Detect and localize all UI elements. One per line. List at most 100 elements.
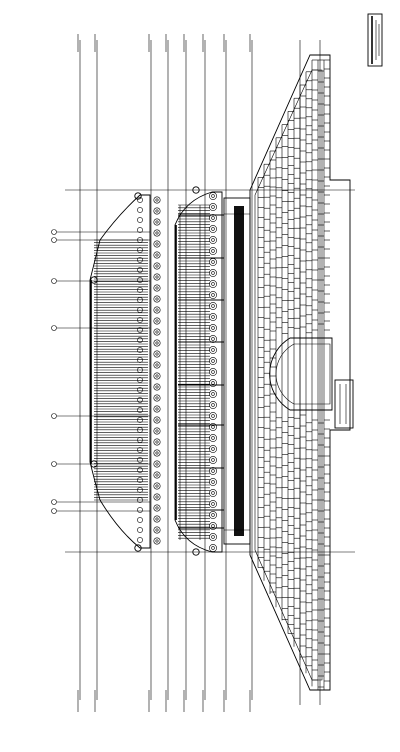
upper-bracket <box>137 257 143 263</box>
bracket-cluster <box>209 522 217 530</box>
bracket-cluster <box>209 313 217 321</box>
bracket-cluster <box>209 489 217 497</box>
bracket-core <box>155 264 159 268</box>
bracket-cluster <box>153 383 161 391</box>
bracket-cluster <box>209 324 217 332</box>
bracket-cluster <box>153 207 161 215</box>
upper-bracket <box>137 207 143 213</box>
bracket-cluster <box>153 295 161 303</box>
upper-bracket <box>137 447 143 453</box>
axis-bubble <box>51 229 57 235</box>
axis-bubble <box>51 325 57 331</box>
bracket-core <box>211 524 215 528</box>
axis-bubble <box>51 508 57 514</box>
bracket-core <box>211 458 215 462</box>
bracket-cluster <box>153 482 161 490</box>
bracket-core <box>211 348 215 352</box>
bracket-cluster <box>209 544 217 552</box>
bracket-core <box>155 429 159 433</box>
bracket-core <box>211 535 215 539</box>
grid-axis-markers <box>51 229 150 514</box>
axis-bubble <box>51 461 57 467</box>
bracket-core <box>211 271 215 275</box>
bracket-cluster <box>209 368 217 376</box>
bracket-cluster <box>153 372 161 380</box>
upper-bracket <box>137 417 143 423</box>
bracket-cluster <box>209 225 217 233</box>
bracket-core <box>211 337 215 341</box>
bracket-cluster <box>153 438 161 446</box>
bracket-core <box>155 319 159 323</box>
upper-bracket <box>137 357 143 363</box>
upper-bracket <box>137 387 143 393</box>
upper-bracket <box>137 507 143 513</box>
bracket-cluster <box>209 445 217 453</box>
bracket-cluster <box>153 350 161 358</box>
bracket-cluster <box>209 401 217 409</box>
bracket-cluster <box>153 493 161 501</box>
bracket-core <box>211 403 215 407</box>
bracket-core <box>211 546 215 550</box>
bracket-cluster <box>153 229 161 237</box>
bracket-core <box>211 381 215 385</box>
bracket-core <box>155 539 159 543</box>
bracket-cluster <box>153 328 161 336</box>
bracket-core <box>155 528 159 532</box>
bracket-cluster <box>153 306 161 314</box>
bracket-cluster <box>153 449 161 457</box>
bracket-core <box>155 231 159 235</box>
bracket-core <box>155 418 159 422</box>
bracket-core <box>211 260 215 264</box>
bracket-core <box>155 308 159 312</box>
bracket-core <box>211 293 215 297</box>
bracket-cluster <box>153 196 161 204</box>
bracket-core <box>155 341 159 345</box>
bracket-core <box>155 473 159 477</box>
bracket-cluster <box>153 427 161 435</box>
bracket-cluster <box>209 203 217 211</box>
upper-bracket <box>137 487 143 493</box>
bracket-core <box>155 407 159 411</box>
upper-bracket <box>137 527 143 533</box>
bracket-cluster <box>209 379 217 387</box>
bracket-core <box>155 451 159 455</box>
bracket-core <box>211 205 215 209</box>
bracket-cluster <box>153 537 161 545</box>
upper-bracket <box>137 537 143 543</box>
bracket-core <box>155 484 159 488</box>
bracket-core <box>155 495 159 499</box>
bracket-core <box>155 363 159 367</box>
bracket-cluster <box>153 339 161 347</box>
bracket-cluster <box>209 357 217 365</box>
bracket-cluster <box>153 405 161 413</box>
bracket-cluster <box>209 236 217 244</box>
platform-masonry-pattern <box>257 59 330 690</box>
upper-bracket <box>137 407 143 413</box>
bracket-core <box>155 396 159 400</box>
bracket-cluster <box>153 240 161 248</box>
ridge-ornament <box>192 186 200 194</box>
bracket-cluster <box>153 273 161 281</box>
bracket-cluster <box>153 416 161 424</box>
bracket-cluster <box>153 460 161 468</box>
bracket-core <box>211 480 215 484</box>
upper-bracket <box>137 457 143 463</box>
upper-bracket <box>137 517 143 523</box>
bracket-cluster <box>153 515 161 523</box>
title-block <box>367 13 383 67</box>
upper-bracket <box>137 377 143 383</box>
upper-bracket <box>137 427 143 433</box>
bracket-cluster <box>209 412 217 420</box>
bracket-core <box>155 385 159 389</box>
upper-bracket <box>137 277 143 283</box>
ridge-ornament <box>192 548 200 556</box>
bracket-core <box>155 297 159 301</box>
upper-bracket <box>137 307 143 313</box>
bracket-cluster <box>209 423 217 431</box>
bracket-core <box>211 425 215 429</box>
bracket-core <box>211 304 215 308</box>
bracket-cluster <box>153 251 161 259</box>
bracket-core <box>211 216 215 220</box>
bracket-core <box>155 374 159 378</box>
